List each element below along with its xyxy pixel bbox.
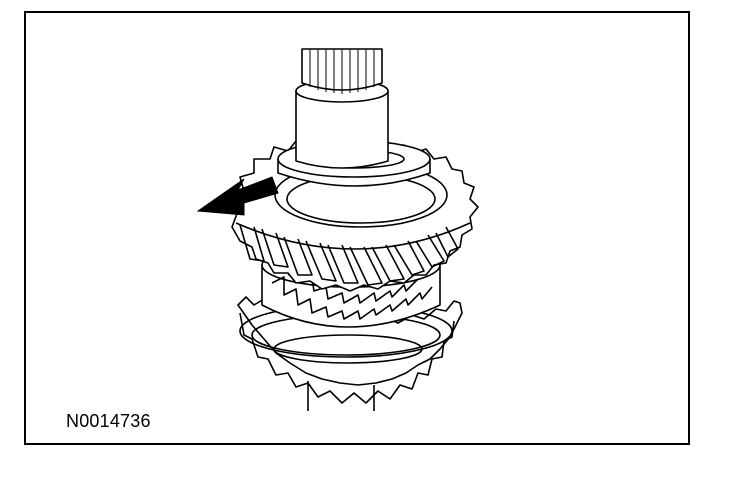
illustration-frame: N0014736 [24, 11, 690, 445]
arrow-icon [196, 176, 279, 216]
reference-id-label: N0014736 [66, 411, 151, 431]
gear-assembly-illustration [196, 48, 479, 411]
main-shaft [295, 48, 389, 169]
